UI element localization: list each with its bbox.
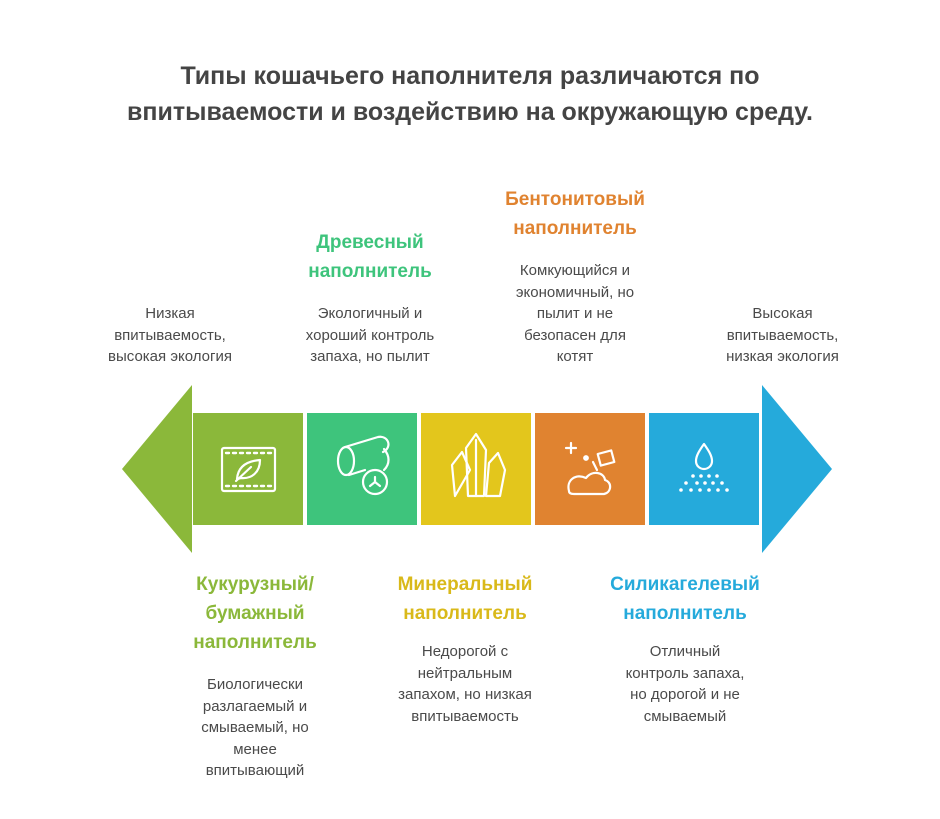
desc-line: Недорогой с: [421, 643, 509, 660]
left-end-description: Низкая впитываемость, высокая экология: [80, 303, 260, 368]
segment-box-bentonite: [535, 413, 645, 525]
right-end-line: низкая экология: [726, 348, 839, 365]
desc-line: впитываемость: [411, 707, 519, 725]
desc-line: смываемый: [643, 707, 727, 725]
desc-line: смываемый, но: [201, 719, 309, 736]
label-line: бумажный: [205, 603, 305, 624]
right-arrowhead: [762, 385, 832, 553]
segment-label-silica: Силикагелевый наполнитель: [580, 570, 790, 628]
right-end-line: Высокая: [752, 305, 813, 322]
desc-line: Экологичный и: [317, 305, 423, 322]
left-end-line: впитываемость,: [114, 326, 226, 344]
desc-line: менее: [233, 740, 277, 758]
desc-line: контроль запаха,: [625, 664, 745, 682]
segment-description-mineral: Недорогой с нейтральным запахом, но низк…: [370, 641, 560, 727]
crystal-icon: [450, 432, 507, 498]
desc-line: разлагаемый и: [202, 697, 308, 715]
right-end-line: впитываемость,: [726, 326, 839, 344]
left-end-line: Низкая: [145, 305, 195, 322]
label-line: Кукурузный/: [196, 574, 314, 595]
title-line-2: впитываемости и воздействию на окружающу…: [127, 98, 813, 126]
segment-label-mineral: Минеральный наполнитель: [360, 570, 570, 628]
desc-line: экономичный, но: [515, 283, 635, 301]
water-drop-icon: [694, 442, 714, 471]
desc-line: запаха, но пылит: [310, 348, 430, 365]
label-line: Древесный: [316, 232, 424, 253]
segment-description-bentonite: Комкующийся и экономичный, но пылит и не…: [485, 260, 665, 368]
label-line: наполнитель: [308, 261, 432, 282]
segment-description-silica: Отличный контроль запаха, но дорогой и н…: [590, 641, 780, 727]
label-line: Бентонитовый: [505, 189, 645, 210]
label-line: наполнитель: [623, 603, 747, 624]
granules-icon: [679, 474, 729, 492]
segment-box-wood: [307, 413, 417, 525]
segment-description-wood: Экологичный и хороший контроль запаха, н…: [275, 303, 465, 368]
desc-line: безопасен для: [524, 326, 626, 344]
desc-line: пылит и не: [536, 305, 614, 322]
wood-log-icon: [336, 435, 390, 496]
desc-line: но дорогой и не: [630, 686, 740, 703]
desc-line: впитывающий: [205, 762, 305, 779]
segment-label-wood: Древесный наполнитель: [265, 228, 475, 286]
desc-line: Биологически: [207, 676, 303, 693]
label-line: наполнитель: [513, 218, 637, 239]
desc-line: хороший контроль: [305, 326, 435, 344]
segment-label-bentonite: Бентонитовый наполнитель: [475, 185, 675, 243]
right-end-description: Высокая впитываемость, низкая экология: [695, 303, 870, 368]
label-line: наполнитель: [193, 632, 317, 653]
segment-label-corn-paper: Кукурузный/ бумажный наполнитель: [150, 570, 360, 657]
desc-line: нейтральным: [417, 664, 513, 682]
desc-line: Комкующийся и: [519, 262, 631, 279]
desc-line: Отличный: [649, 643, 721, 660]
label-line: Силикагелевый: [610, 574, 760, 595]
desc-line: котят: [556, 348, 594, 365]
left-end-line: высокая экология: [108, 348, 232, 365]
left-arrowhead: [122, 385, 192, 553]
desc-line: запахом, но низкая: [398, 686, 532, 703]
leaf-frame-icon: [220, 446, 277, 493]
segment-description-corn-paper: Биологически разлагаемый и смываемый, но…: [160, 674, 350, 782]
label-line: Минеральный: [397, 574, 533, 595]
label-line: наполнитель: [403, 603, 527, 624]
clumping-clay-icon: [564, 441, 616, 496]
title-line-1: Типы кошачьего наполнителя различаются п…: [180, 62, 760, 90]
page-title: Типы кошачьего наполнителя различаются п…: [0, 58, 940, 130]
